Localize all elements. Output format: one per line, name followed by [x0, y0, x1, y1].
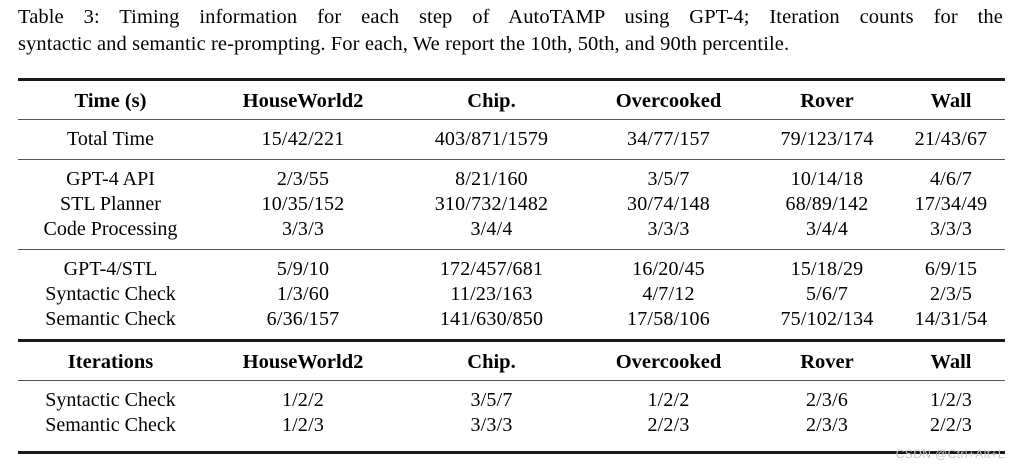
table-row: Syntactic Check 1/2/2 3/5/7 1/2/2 2/3/6 …	[18, 381, 1005, 413]
cell-overcooked: 4/7/12	[642, 283, 695, 305]
cell-rover: 15/18/29	[790, 258, 864, 280]
cell-overcooked: 1/2/2	[647, 389, 690, 411]
header-cell-houseworld2: HouseWorld2	[242, 89, 364, 112]
header-cell-overcooked: Overcooked	[615, 350, 722, 373]
watermark-text: CSDN @Ctrl+Alt+L	[895, 447, 1005, 461]
cell-rover: 5/6/7	[805, 283, 849, 305]
row-label: STL Planner	[60, 193, 161, 215]
header-cell-chip: Chip.	[467, 350, 516, 373]
cell-houseworld2: 3/3/3	[281, 218, 325, 240]
cell-wall: 21/43/67	[914, 128, 988, 150]
rule-line	[18, 249, 1005, 250]
cell-houseworld2: 1/2/2	[281, 389, 325, 411]
cell-rover: 3/4/4	[805, 218, 849, 240]
rule-line	[18, 451, 1005, 455]
cell-overcooked: 16/20/45	[632, 258, 705, 280]
table-row: Syntactic Check 1/3/60 11/23/163 4/7/12 …	[18, 282, 1005, 307]
cell-overcooked: 3/3/3	[647, 218, 690, 240]
cell-rover: 10/14/18	[790, 168, 864, 190]
cell-overcooked: 3/5/7	[647, 168, 690, 190]
timing-table: Time (s) HouseWorld2 Chip. Overcooked Ro…	[18, 78, 1005, 455]
cell-chip: 3/4/4	[470, 218, 513, 240]
table-container: Time (s) HouseWorld2 Chip. Overcooked Ro…	[18, 78, 1005, 455]
rule-line	[18, 380, 1005, 381]
cell-rover: 68/89/142	[785, 193, 869, 215]
cell-chip: 3/5/7	[470, 389, 513, 411]
spacer-cell	[18, 445, 1005, 453]
spacer	[18, 445, 1005, 453]
header-row-timing: Time (s) HouseWorld2 Chip. Overcooked Ro…	[18, 81, 1005, 120]
rule-under-iterations-header	[18, 380, 1005, 381]
cell-chip: 141/630/850	[439, 308, 544, 330]
rule-line	[18, 339, 1005, 343]
header-row-iterations: Iterations HouseWorld2 Chip. Overcooked …	[18, 342, 1005, 381]
cell-wall: 3/3/3	[929, 218, 973, 240]
table-row: Code Processing 3/3/3 3/4/4 3/3/3 3/4/4 …	[18, 217, 1005, 250]
cell-overcooked: 2/2/3	[647, 414, 690, 436]
cell-wall: 2/3/5	[929, 283, 973, 305]
row-label: GPT-4 API	[66, 168, 155, 190]
cell-rover: 75/102/134	[780, 308, 874, 330]
rule-after-block1	[18, 159, 1005, 160]
cell-chip: 8/21/160	[455, 168, 528, 190]
cell-houseworld2: 15/42/221	[261, 128, 345, 150]
row-label: Code Processing	[43, 218, 178, 240]
row-label: Total Time	[67, 128, 154, 150]
cell-chip: 172/457/681	[439, 258, 544, 280]
header-cell-overcooked: Overcooked	[615, 89, 722, 112]
header-cell-wall: Wall	[930, 89, 972, 112]
row-label: Semantic Check	[45, 308, 176, 330]
rule-line	[18, 119, 1005, 120]
header-cell-houseworld2: HouseWorld2	[242, 350, 364, 373]
cell-chip: 11/23/163	[450, 283, 533, 305]
row-label: GPT-4/STL	[63, 258, 158, 280]
cell-wall: 2/2/3	[929, 414, 973, 436]
cell-houseworld2: 5/9/10	[276, 258, 330, 280]
header-cell-chip: Chip.	[467, 89, 516, 112]
cell-wall: 4/6/7	[929, 168, 973, 190]
table-row: GPT-4/STL 5/9/10 172/457/681 16/20/45 15…	[18, 250, 1005, 282]
cell-chip: 403/871/1579	[434, 128, 549, 150]
table-row: STL Planner 10/35/152 310/732/1482 30/74…	[18, 192, 1005, 217]
table-row: GPT-4 API 2/3/55 8/21/160 3/5/7 10/14/18…	[18, 160, 1005, 192]
caption-line-2: syntactic and semantic re-prompting. For…	[18, 33, 790, 55]
row-label: Semantic Check	[45, 414, 176, 436]
header-cell-wall: Wall	[930, 350, 972, 373]
table-caption: Table 3: Timing information for each ste…	[18, 4, 1003, 58]
table-row: Total Time 15/42/221 403/871/1579 34/77/…	[18, 120, 1005, 160]
rule-after-block2	[18, 249, 1005, 250]
cell-rover: 79/123/174	[780, 128, 874, 150]
cell-houseworld2: 1/2/3	[281, 414, 325, 436]
cell-wall: 6/9/15	[924, 258, 978, 280]
header-cell-time: Time (s)	[74, 89, 147, 112]
cell-rover: 2/3/6	[805, 389, 849, 411]
rule-line	[18, 78, 1005, 82]
cell-wall: 1/2/3	[929, 389, 973, 411]
rule-bottom	[18, 451, 1005, 455]
row-label: Syntactic Check	[45, 283, 176, 305]
header-cell-iterations: Iterations	[67, 350, 154, 373]
cell-overcooked: 17/58/106	[627, 308, 710, 330]
header-cell-rover: Rover	[800, 350, 854, 373]
rule-top	[18, 78, 1005, 82]
rule-under-timing-header	[18, 119, 1005, 120]
cell-houseworld2: 1/3/60	[276, 283, 330, 305]
cell-wall: 17/34/49	[914, 193, 988, 215]
caption-line-1: Table 3: Timing information for each ste…	[18, 6, 1003, 28]
rule-line	[18, 159, 1005, 160]
cell-houseworld2: 2/3/55	[276, 168, 330, 190]
cell-houseworld2: 6/36/157	[266, 308, 340, 330]
cell-overcooked: 30/74/148	[627, 193, 710, 215]
cell-houseworld2: 10/35/152	[261, 193, 345, 215]
header-cell-rover: Rover	[800, 89, 854, 112]
cell-chip: 3/3/3	[470, 414, 513, 436]
row-label: Syntactic Check	[45, 389, 176, 411]
cell-chip: 310/732/1482	[434, 193, 549, 215]
cell-overcooked: 34/77/157	[627, 128, 710, 150]
rule-before-iterations	[18, 339, 1005, 343]
cell-rover: 2/3/3	[805, 414, 849, 436]
table-row: Semantic Check 6/36/157 141/630/850 17/5…	[18, 307, 1005, 341]
cell-wall: 14/31/54	[914, 308, 988, 330]
table-row: Semantic Check 1/2/3 3/3/3 2/2/3 2/3/3 2…	[18, 413, 1005, 445]
